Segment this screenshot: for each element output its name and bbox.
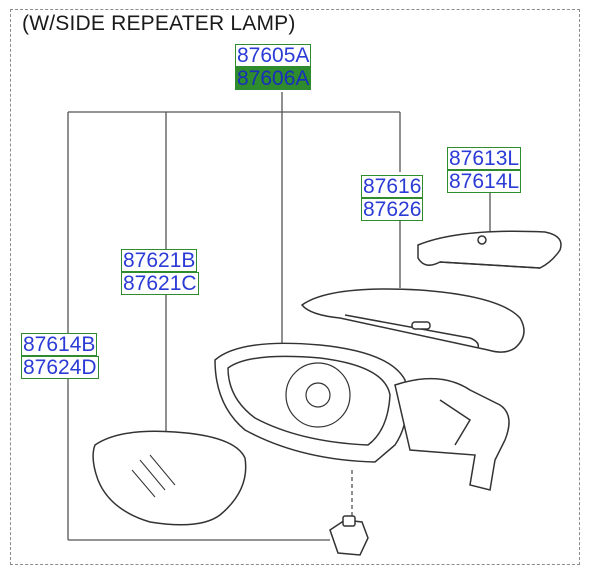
part-number-87613L[interactable]: 87613L [447, 147, 522, 170]
part-number-87621C[interactable]: 87621C [121, 272, 199, 295]
part-number-87614B[interactable]: 87614B [21, 333, 98, 356]
diagram-title: (W/SIDE REPEATER LAMP) [22, 12, 296, 35]
mirror-cover [300, 288, 525, 353]
part-number-87626[interactable]: 87626 [361, 198, 424, 221]
part-number-87616[interactable]: 87616 [361, 175, 424, 198]
part-number-87621B[interactable]: 87621B [121, 249, 198, 272]
part-number-87614L[interactable]: 87614L [447, 170, 522, 193]
diagram-frame [10, 9, 580, 565]
part-number-87624D[interactable]: 87624D [21, 356, 99, 379]
repeater-lamp [417, 230, 562, 269]
mirror-housing [214, 342, 510, 491]
part-number-87605A[interactable]: 87605A [235, 44, 312, 67]
connector-clip [329, 515, 369, 556]
mirror-glass [92, 430, 247, 526]
part-number-87606A[interactable]: 87606A [235, 67, 312, 90]
